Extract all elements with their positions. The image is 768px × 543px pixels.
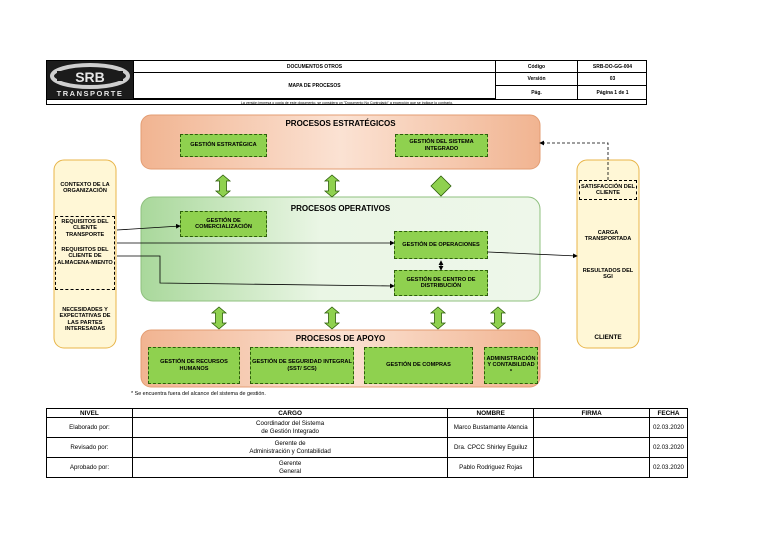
arrow-to-output	[487, 251, 578, 259]
cargo-transported: CARGA TRANSPORTADA	[584, 230, 632, 243]
warehouse-requirements: REQUISITOS DEL CLIENTE DE ALMACENA-MIENT…	[57, 247, 113, 266]
requirements-group	[55, 216, 115, 290]
cargo-line: Gerente	[278, 460, 302, 468]
code-value: SRB-DO-GG-004	[578, 61, 647, 73]
date-cell: 02.03.2020	[648, 437, 689, 458]
signature-cell	[533, 417, 650, 438]
code-label: Código	[496, 61, 578, 73]
doc-type: DOCUMENTOS OTROS	[133, 61, 496, 73]
process-commercialization: GESTIÓN DE COMERCIALIZACIÓN	[180, 211, 267, 237]
feedback-arrow	[539, 140, 609, 180]
approval-header-row: NIVEL CARGO NOMBRE FIRMA FECHA	[46, 408, 689, 418]
col-date: FECHA	[648, 408, 689, 418]
process-integrated-system: GESTIÓN DEL SISTEMA INTEGRADO	[395, 134, 488, 157]
logo-text: SRB	[75, 69, 105, 85]
scope-footnote: * Se encuentra fuera del alcance del sis…	[131, 391, 266, 397]
double-arrows-upper	[214, 174, 452, 198]
signature-cell	[533, 457, 650, 478]
arrow-to-commercialization	[116, 223, 181, 231]
signature-cell	[533, 437, 650, 458]
cargo-line: General	[279, 467, 302, 475]
name-cell: Dra. CPCC Shirley Eguiluz	[447, 437, 535, 458]
document-header: SRB TRANSPORTE DOCUMENTOS OTROS MAPA DE …	[46, 60, 647, 105]
name-cell: Pablo Rodriguez Rojas	[447, 457, 535, 478]
customer-satisfaction: SATISFACCIÓN DEL CLIENTE	[579, 180, 637, 200]
support-title: PROCESOS DE APOYO	[295, 334, 386, 343]
date-cell: 02.03.2020	[648, 417, 689, 438]
process-human-resources: GESTIÓN DE RECURSOS HUMANOS	[148, 347, 240, 384]
stakeholder-needs: NECESIDADES Y EXPECTATIVAS DE LAS PARTES…	[59, 307, 111, 333]
left-input-panel	[53, 159, 117, 349]
approval-table: NIVEL CARGO NOMBRE FIRMA FECHA Elaborado…	[46, 408, 689, 478]
process-integral-security: GESTIÓN DE SEGURIDAD INTEGRAL (SST/ SCS)	[250, 347, 354, 384]
version-label: Versión	[496, 73, 578, 86]
process-strategic-management: GESTIÓN ESTRATÉGICA	[180, 134, 267, 157]
version-value: 03	[578, 73, 647, 86]
name-cell: Marco Bustamante Atencia	[447, 417, 535, 438]
process-accounting: ADMINISTRACIÓN Y CONTABILIDAD *	[484, 347, 538, 384]
uncontrolled-note: La versión impresa o copia de este docum…	[47, 99, 647, 105]
cargo-line: Administración y Contabilidad	[249, 447, 331, 455]
date-cell: 02.03.2020	[648, 457, 689, 478]
process-distribution-center: GESTIÓN DE CENTRO DE DISTRIBUCIÓN	[394, 270, 488, 296]
transport-requirements: REQUISITOS DEL CLIENTE TRANSPORTE	[61, 219, 109, 238]
cargo-line: de Gestión Integrado	[261, 427, 319, 435]
cargo-line: Gerente de	[274, 440, 306, 448]
client-label: CLIENTE	[594, 334, 622, 341]
arrow-to-distribution	[117, 255, 395, 289]
level-cell: Revisado por:	[46, 437, 133, 458]
page-label: Pág.	[496, 86, 578, 99]
process-purchasing: GESTIÓN DE COMPRAS	[364, 347, 473, 384]
level-cell: Elaborado por:	[46, 417, 133, 438]
double-arrows-lower	[210, 306, 507, 330]
col-signature: FIRMA	[533, 408, 650, 418]
level-cell: Aprobado por:	[46, 457, 133, 478]
doc-title: MAPA DE PROCESOS	[133, 73, 496, 99]
col-cargo: CARGO	[131, 408, 449, 418]
cargo-line: Coordinador del Sistema	[256, 420, 325, 428]
logo-graphic: SRB TRANSPORTE	[47, 61, 133, 99]
strategic-title: PROCESOS ESTRATÉGICOS	[285, 119, 396, 128]
col-name: NOMBRE	[447, 408, 535, 418]
context-label: CONTEXTO DE LA ORGANIZACIÓN	[60, 182, 110, 195]
col-level: NIVEL	[46, 408, 133, 418]
company-logo: SRB TRANSPORTE	[47, 61, 133, 99]
process-operations: GESTIÓN DE OPERACIONES	[394, 231, 488, 259]
page-value: Página 1 de 1	[596, 89, 629, 96]
operative-title: PROCESOS OPERATIVOS	[290, 204, 391, 213]
logo-subtext: TRANSPORTE	[57, 89, 124, 98]
sgi-results: RESULTADOS DEL SGI	[582, 268, 634, 281]
